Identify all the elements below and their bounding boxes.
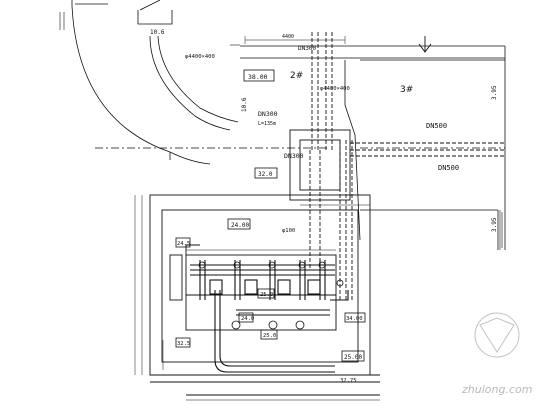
dn500-a: DN500 — [426, 122, 447, 130]
dim-top: 4400 — [282, 34, 294, 40]
dn300-left: DN300 — [258, 110, 278, 118]
pump-manifold — [190, 260, 349, 373]
elev-box-top: 38.00 — [248, 73, 268, 81]
elev-box-6: 25.0 — [263, 333, 276, 339]
watermark-text: zhulong.com — [461, 383, 532, 396]
elev-right-top: 3.95 — [491, 85, 498, 100]
hatching — [59, 12, 503, 250]
elev-top-left: 10.6 — [150, 29, 165, 36]
elev-bottom: 32.75 — [340, 378, 357, 384]
dn500-b: DN500 — [438, 164, 459, 172]
elev-box-4: 25.0 — [260, 292, 273, 298]
pipe-4400: φ4400×400 — [185, 54, 215, 60]
dimension-lines — [134, 36, 380, 401]
pipes — [309, 32, 505, 300]
label-2: 2# — [290, 71, 303, 81]
elev-bottom-left: 32.5 — [177, 341, 190, 347]
drawing-labels: 10.6 10.6 3.95 3.95 4400 DN300 φ4400×400… — [150, 29, 498, 384]
elev-box-3: 24.00 — [231, 222, 249, 229]
elev-box-7: 34.00 — [346, 316, 363, 322]
elev-box-8: 25.00 — [344, 354, 362, 361]
elev-box-5: 24.0 — [241, 316, 254, 322]
l-value: L=135m — [258, 121, 276, 127]
elev-box-2: 32.0 — [258, 171, 273, 178]
pipe-tag-a: φ100 — [282, 228, 295, 234]
dn300-mid: DN300 — [284, 152, 304, 160]
elev-box-9: 24.5 — [177, 241, 190, 247]
dn300-top: DN300 — [298, 45, 316, 52]
site-outline — [71, 0, 506, 250]
elevation-boxes — [175, 69, 366, 362]
watermark — [474, 312, 520, 358]
pipe-4400-b: φ4400×400 — [320, 86, 350, 92]
elev-right-mid: 3.95 — [491, 217, 498, 232]
elev-left-mid: 10.6 — [241, 97, 248, 112]
label-3: 3# — [400, 85, 413, 95]
valves — [198, 261, 344, 330]
north-arrow-icon — [418, 36, 432, 53]
